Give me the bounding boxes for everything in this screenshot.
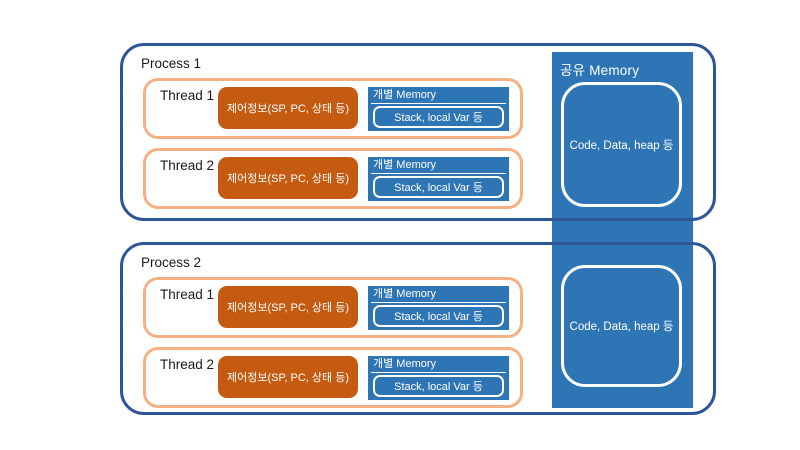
stack-local-var-box: Stack, local Var 등 bbox=[373, 375, 504, 397]
thread-label: Thread 2 bbox=[160, 158, 215, 173]
process-2-thread-2: Thread 2 제어정보(SP, PC, 상태 등) 개별 Memory St… bbox=[143, 347, 523, 408]
stack-local-var-box: Stack, local Var 등 bbox=[373, 176, 504, 198]
process-2-thread-1: Thread 1 제어정보(SP, PC, 상태 등) 개별 Memory St… bbox=[143, 277, 523, 338]
process-1-thread-2: Thread 2 제어정보(SP, PC, 상태 등) 개별 Memory St… bbox=[143, 148, 523, 209]
shared-code-block-2: Code, Data, heap 등 bbox=[561, 265, 682, 387]
thread-label: Thread 2 bbox=[160, 357, 215, 372]
control-info-box: 제어정보(SP, PC, 상태 등) bbox=[218, 157, 358, 199]
thread-label: Thread 1 bbox=[160, 287, 215, 302]
private-memory-box: 개별 Memory Stack, local Var 등 bbox=[368, 87, 509, 131]
control-info-box: 제어정보(SP, PC, 상태 등) bbox=[218, 87, 358, 129]
process-1-label: Process 1 bbox=[141, 56, 202, 71]
private-memory-box: 개별 Memory Stack, local Var 등 bbox=[368, 286, 509, 330]
private-memory-label: 개별 Memory bbox=[371, 88, 506, 104]
stack-local-var-box: Stack, local Var 등 bbox=[373, 106, 504, 128]
private-memory-box: 개별 Memory Stack, local Var 등 bbox=[368, 157, 509, 201]
shared-code-block-1: Code, Data, heap 등 bbox=[561, 82, 682, 207]
shared-memory-column: 공유 Memory Code, Data, heap 등 Code, Data,… bbox=[552, 52, 693, 408]
control-info-box: 제어정보(SP, PC, 상태 등) bbox=[218, 286, 358, 328]
thread-label: Thread 1 bbox=[160, 88, 215, 103]
control-info-box: 제어정보(SP, PC, 상태 등) bbox=[218, 356, 358, 398]
private-memory-label: 개별 Memory bbox=[371, 357, 506, 373]
process-1-thread-1: Thread 1 제어정보(SP, PC, 상태 등) 개별 Memory St… bbox=[143, 78, 523, 139]
process-2-label: Process 2 bbox=[141, 255, 202, 270]
private-memory-label: 개별 Memory bbox=[371, 158, 506, 174]
shared-memory-title: 공유 Memory bbox=[560, 63, 640, 78]
process-1-container: Process 1 Thread 1 제어정보(SP, PC, 상태 등) 개별… bbox=[120, 43, 716, 221]
stack-local-var-box: Stack, local Var 등 bbox=[373, 305, 504, 327]
private-memory-label: 개별 Memory bbox=[371, 287, 506, 303]
process-2-container: Process 2 Thread 1 제어정보(SP, PC, 상태 등) 개별… bbox=[120, 242, 716, 415]
private-memory-box: 개별 Memory Stack, local Var 등 bbox=[368, 356, 509, 400]
